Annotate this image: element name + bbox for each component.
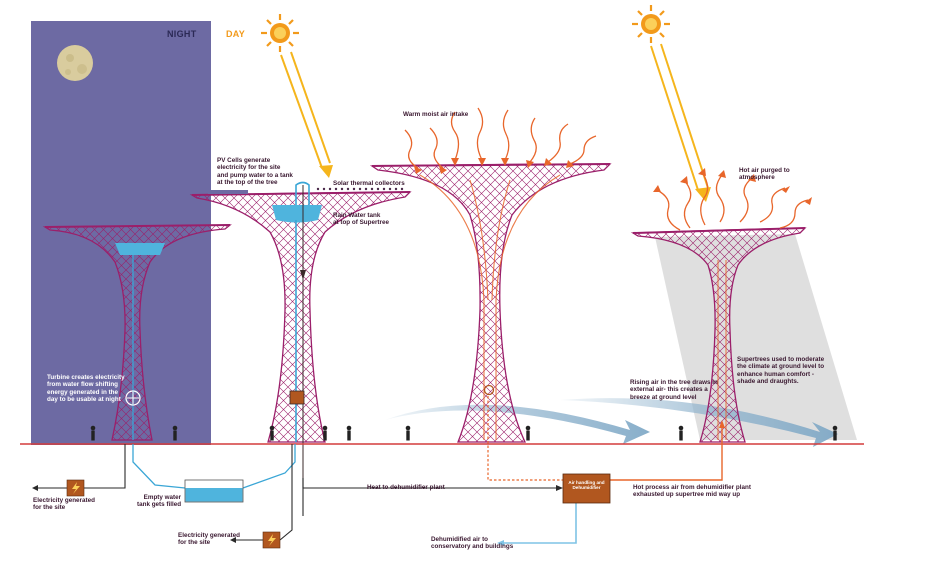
turbine-icon bbox=[125, 390, 141, 406]
generator-icon bbox=[66, 479, 85, 497]
arrow-head bbox=[32, 485, 38, 491]
empty-tank-label: Empty water tank gets filled bbox=[137, 494, 182, 509]
sun-icon bbox=[261, 14, 299, 52]
air-intake-arrow-heads bbox=[414, 158, 574, 174]
sunlight-arrows bbox=[280, 43, 709, 191]
supertree-1 bbox=[42, 224, 232, 441]
warm-air-label: Warm moist air intake bbox=[403, 111, 469, 118]
supertree-4 bbox=[630, 227, 807, 443]
hot-air-exhaust-line bbox=[610, 426, 723, 481]
generator-icon bbox=[262, 531, 281, 549]
hot-process-air-label: Hot process air from dehumidifier plant … bbox=[633, 484, 751, 499]
electricity-line-left bbox=[38, 444, 126, 489]
water-tank-fill bbox=[185, 488, 243, 502]
supertree-2 bbox=[189, 181, 412, 478]
solar-thermal-label: Solar thermal collectors bbox=[333, 180, 405, 187]
day-label: DAY bbox=[226, 29, 246, 39]
water-flow-line bbox=[132, 444, 296, 489]
breeze-arrow bbox=[385, 398, 838, 447]
sunlight-arrow-head bbox=[319, 165, 333, 178]
shade-area bbox=[655, 234, 857, 440]
electricity-left-label: Electricity generated for the site bbox=[33, 497, 95, 512]
arrow-head bbox=[230, 537, 236, 543]
dehumidified-air-label: Dehumidified air to conservatory and bui… bbox=[431, 536, 514, 551]
pv-cells-label: PV Cells generate electricity for the si… bbox=[217, 157, 293, 187]
sun-icon bbox=[632, 5, 670, 43]
dehumidified-air-line bbox=[503, 503, 577, 544]
plant-box-label: Air handling and Dehumidifier bbox=[568, 480, 605, 491]
arrow-head bbox=[556, 485, 563, 491]
arrow-head bbox=[719, 420, 725, 428]
person-icon bbox=[90, 425, 838, 441]
night-label: NIGHT bbox=[167, 29, 197, 39]
dehumidifier-plant bbox=[562, 473, 611, 504]
hot-air-arrows bbox=[656, 171, 809, 231]
hot-air-arrow-heads bbox=[653, 168, 812, 205]
turbine-label: Turbine creates electricity from water f… bbox=[47, 374, 125, 404]
arrow-head bbox=[497, 540, 504, 546]
supertrees-moderate-label: Supertrees used to moderate the climate … bbox=[737, 356, 825, 386]
electricity-line-bottom bbox=[236, 444, 304, 541]
rain-tank-label: Rain Water tank at top of Supertree bbox=[333, 212, 389, 227]
solar-thermal-collectors bbox=[316, 187, 404, 191]
heat-dehumidifier-label: Heat to dehumidifier plant bbox=[367, 484, 445, 491]
air-intake-arrows bbox=[404, 107, 597, 169]
rising-air-label: Rising air in the tree draws in external… bbox=[630, 379, 718, 401]
moon-icon bbox=[57, 45, 93, 81]
process-air-line bbox=[487, 396, 563, 481]
heat-line bbox=[302, 478, 558, 489]
electricity-bottom-label: Electricity generated for the site bbox=[178, 532, 240, 547]
hot-air-purged-label: Hot air purged to atmosphere bbox=[739, 167, 790, 182]
